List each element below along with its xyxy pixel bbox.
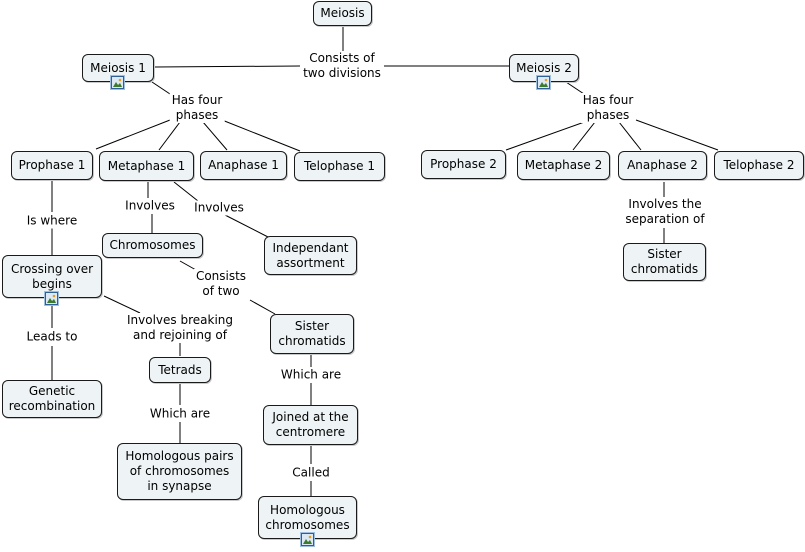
node-homologous-pairs[interactable]: Homologous pairs of chromosomes in synap…	[117, 443, 242, 500]
node-anaphase-1[interactable]: Anaphase 1	[200, 151, 287, 180]
link-label-consists-two-divisions: Consists of two divisions	[301, 51, 383, 81]
node-prophase-1[interactable]: Prophase 1	[11, 151, 93, 180]
link-label-involves-separation: Involves the separation of	[623, 197, 707, 227]
node-joined-centromere[interactable]: Joined at the centromere	[263, 405, 358, 445]
link-label-which-are-tetrads: Which are	[147, 406, 213, 422]
node-metaphase-1[interactable]: Metaphase 1	[99, 151, 194, 181]
node-crossing-over[interactable]: Crossing over begins	[2, 255, 102, 298]
link-label-called: Called	[290, 465, 332, 481]
node-telophase-2[interactable]: Telophase 2	[714, 151, 804, 180]
image-icon[interactable]	[45, 292, 58, 305]
image-icon[interactable]	[301, 533, 314, 546]
node-anaphase-2[interactable]: Anaphase 2	[618, 151, 707, 180]
link-label-consists-of-two: Consists of two	[193, 269, 249, 299]
node-tetrads[interactable]: Tetrads	[149, 357, 211, 383]
image-icon[interactable]	[537, 76, 550, 89]
link-label-which-are-chromatids: Which are	[278, 367, 344, 383]
node-meiosis[interactable]: Meiosis	[313, 1, 372, 26]
node-independant-assortment[interactable]: Independant assortment	[264, 236, 357, 275]
node-genetic-recombination[interactable]: Genetic recombination	[2, 380, 102, 418]
link-label-involves-chromosomes: Involves	[123, 198, 177, 214]
link-label-has-four-phases-2: Has four phases	[580, 93, 636, 123]
link-label-has-four-phases-1: Has four phases	[169, 93, 225, 123]
link-label-is-where: Is where	[24, 213, 80, 229]
node-telophase-1[interactable]: Telophase 1	[294, 152, 385, 181]
link-label-leads-to: Leads to	[24, 329, 80, 345]
node-prophase-2[interactable]: Prophase 2	[421, 150, 506, 179]
link-label-involves-assortment: Involves	[192, 200, 246, 216]
link-label-breaking-rejoining: Involves breaking and rejoining of	[124, 313, 236, 343]
node-chromosomes[interactable]: Chromosomes	[102, 233, 203, 258]
node-sister-chromatids-1[interactable]: Sister chromatids	[270, 314, 354, 354]
node-sister-chromatids-2[interactable]: Sister chromatids	[623, 243, 706, 281]
node-metaphase-2[interactable]: Metaphase 2	[517, 151, 610, 180]
image-icon[interactable]	[111, 76, 124, 89]
